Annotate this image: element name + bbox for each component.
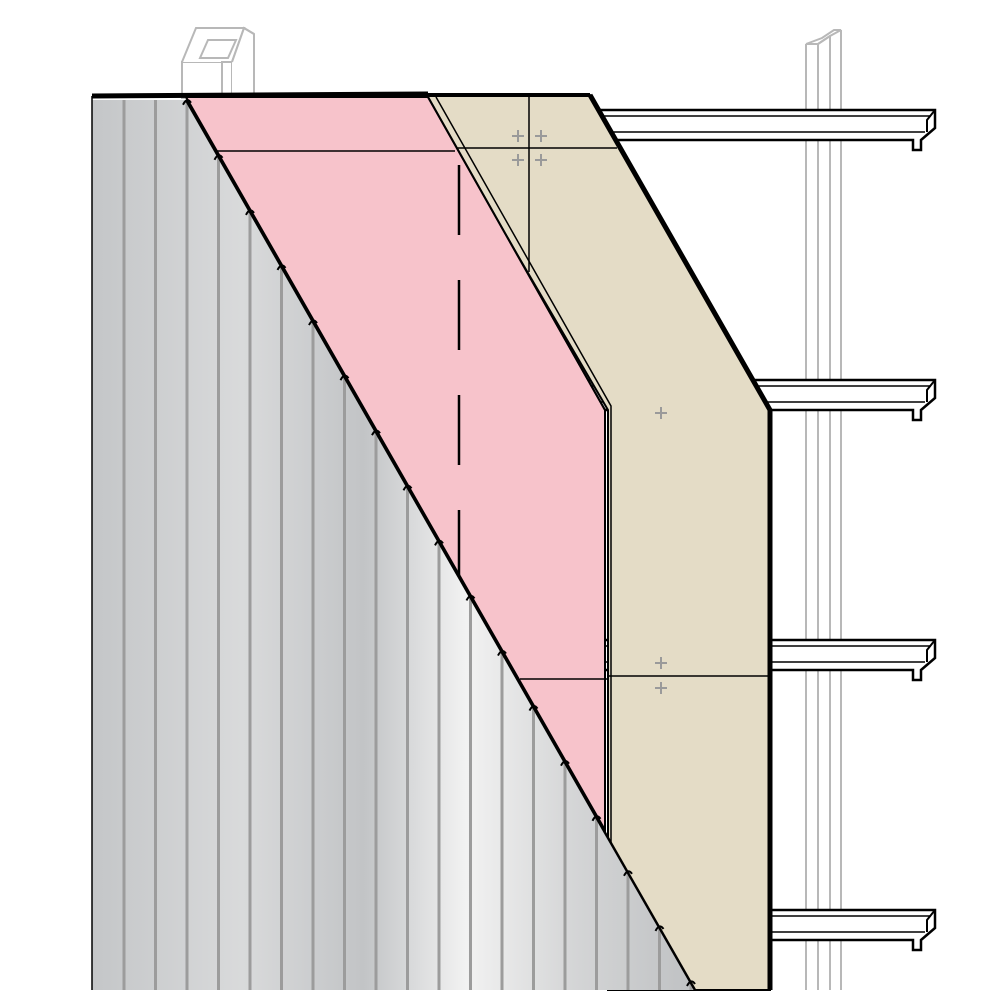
insulation-board [184,96,612,990]
corrugated-cladding [91,91,697,991]
fastener-mark [512,130,524,142]
fastener-mark [655,407,667,419]
steel-column [805,29,842,990]
girt-lip [926,639,936,662]
fastener-mark [512,154,524,166]
fastener-marks [512,130,667,694]
cladding-ribs [122,100,693,990]
fastener-mark [535,130,547,142]
girt-lip [926,379,936,402]
fastener-mark [535,154,547,166]
girt-lip [926,109,936,132]
steel-girt [558,108,937,152]
girt-body [558,108,937,152]
sheathing-board [422,93,773,991]
girt-lip [926,909,936,932]
top-post-stub [181,26,255,99]
fastener-mark [655,682,667,694]
fastener-mark [655,657,667,669]
